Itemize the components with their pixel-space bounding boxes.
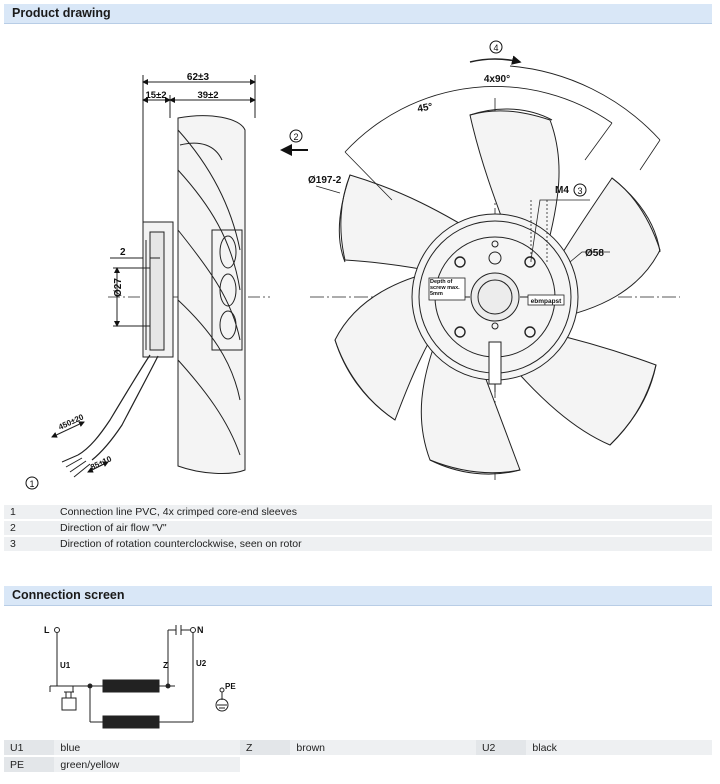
empty-cell	[240, 757, 712, 772]
terminal-Z: Z	[163, 661, 168, 670]
dim-diameter-hub: Ø58	[585, 248, 604, 259]
dim-total: 62±3	[187, 72, 210, 83]
dim-right: 39±2	[197, 90, 218, 101]
blade-outlines	[334, 108, 661, 475]
wire-key: Z	[239, 740, 291, 755]
legend-num: 1	[4, 505, 54, 519]
dim-diameter-fan: Ø197-2	[308, 175, 342, 186]
callout-2: 2	[293, 132, 298, 142]
hub-brand-label: ebmpapst	[531, 298, 563, 305]
legend-text: Direction of air flow "V"	[54, 521, 712, 535]
terminal-L: L	[44, 625, 50, 635]
callout-1-circle	[25, 476, 39, 490]
connection-screen-header: Connection screen	[4, 586, 712, 606]
cable-length-450: 450±20	[57, 412, 85, 432]
wire-key: U2	[475, 740, 527, 755]
dim-left: 15±2	[145, 90, 166, 101]
terminal-PE: PE	[225, 682, 236, 691]
connection-row: PE green/yellow	[4, 757, 712, 772]
cable-length-85: 85±10	[89, 454, 113, 472]
terminal-U2: U2	[196, 659, 207, 668]
wiring-schematic: L N U1 U2 Z PE	[44, 625, 236, 729]
callout-1: 1	[29, 479, 34, 489]
dim-2: 2	[120, 247, 126, 258]
callout-2-circle	[289, 129, 303, 143]
wire-color: black	[526, 740, 712, 755]
callout-3-circle	[573, 183, 587, 197]
product-drawing: 62±3 15±2 39±2 2 Ø27 450±20 85±10 1 2	[25, 40, 680, 490]
side-view	[51, 75, 270, 478]
product-drawing-title: Product drawing	[12, 6, 111, 20]
wire-key: PE	[4, 757, 55, 772]
drawing-legend-table: 1 Connection line PVC, 4x crimped core-e…	[4, 503, 712, 553]
wire-color: brown	[290, 740, 476, 755]
dim-angle-4x90: 4x90°	[484, 74, 510, 85]
connection-row: U1 blue Z brown U2 black	[4, 740, 712, 755]
dim-angle-45: 45°	[417, 101, 434, 114]
terminal-N: N	[197, 625, 204, 635]
hub-depth-note: Depth of screw max. 5mm	[430, 279, 460, 297]
legend-row: 2 Direction of air flow "V"	[4, 521, 712, 535]
wire-color: blue	[54, 740, 240, 755]
front-view	[310, 55, 680, 480]
legend-text: Direction of rotation counterclockwise, …	[54, 537, 712, 551]
legend-row: 3 Direction of rotation counterclockwise…	[4, 537, 712, 551]
legend-row: 1 Connection line PVC, 4x crimped core-e…	[4, 505, 712, 519]
dim-diameter-27: Ø27	[113, 278, 124, 297]
legend-num: 3	[4, 537, 54, 551]
callout-4-circle	[489, 40, 503, 54]
wire-key: U1	[4, 740, 55, 755]
legend-text: Connection line PVC, 4x crimped core-end…	[54, 505, 712, 519]
label-m4: M4	[555, 185, 569, 196]
callout-3: 3	[577, 186, 582, 196]
callout-4: 4	[493, 43, 498, 53]
connection-table: U1 blue Z brown U2 black PE green/yellow	[4, 738, 712, 774]
terminal-U1: U1	[60, 661, 71, 670]
product-drawing-header: Product drawing	[4, 4, 712, 24]
connection-screen-title: Connection screen	[12, 588, 125, 602]
legend-num: 2	[4, 521, 54, 535]
wire-color: green/yellow	[54, 757, 240, 772]
